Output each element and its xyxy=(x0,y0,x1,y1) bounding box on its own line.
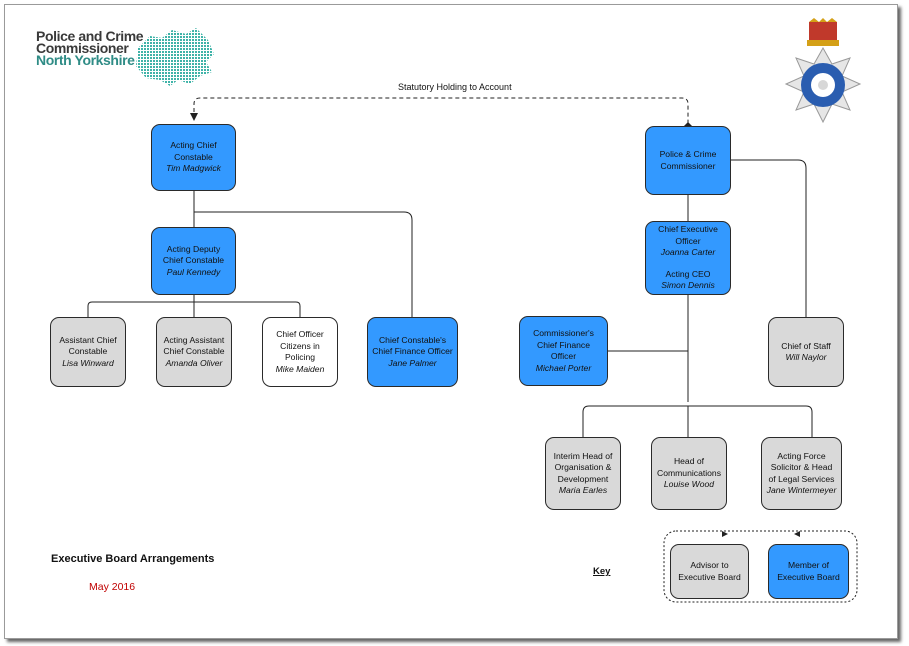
person-name: Will Naylor xyxy=(785,352,827,362)
role: Chief Officer Citizens in Policing xyxy=(276,329,324,362)
chief-constable-cfo-box: Chief Constable's Chief Finance Officer … xyxy=(367,317,458,387)
person-name: Amanda Oliver xyxy=(165,357,223,368)
acting-chief-constable-box: Acting Chief Constable Tim Madgwick xyxy=(151,124,236,191)
role: Acting Force Solicitor & Head of Legal S… xyxy=(768,450,835,484)
chief-officer-citizens-box: Chief Officer Citizens in Policing Mike … xyxy=(262,317,338,387)
key-member-label: Member of Executive Board xyxy=(777,560,840,582)
role: Chief Executive Officer xyxy=(658,224,718,246)
role: Acting Assistant Chief Constable xyxy=(163,334,225,357)
person-name: Paul Kennedy xyxy=(166,266,221,277)
head-organisation-development-box: Interim Head of Organisation & Developme… xyxy=(545,437,621,510)
role-2: Acting CEO xyxy=(665,268,711,279)
north-yorkshire-police-badge-icon xyxy=(784,18,862,124)
role: Interim Head of Organisation & Developme… xyxy=(553,450,613,484)
person-name: Tim Madgwick xyxy=(166,163,221,174)
police-crime-commissioner-box: Police & Crime Commissioner xyxy=(645,126,731,195)
role: Chief of Staff xyxy=(781,340,831,351)
key-advisor-label: Advisor to Executive Board xyxy=(678,560,741,582)
head-communications-box: Head of Communications Louise Wood xyxy=(651,437,727,510)
person-name-2: Simon Dennis xyxy=(661,280,715,291)
assistant-chief-constable-box: Assistant Chief Constable Lisa Winward xyxy=(50,317,126,387)
role: Assistant Chief Constable xyxy=(59,334,117,357)
key-member-box: Member of Executive Board xyxy=(768,544,849,599)
person-name: Maria Earles xyxy=(558,485,608,495)
role: Chief Constable's Chief Finance Officer xyxy=(372,334,453,357)
role: Police & Crime Commissioner xyxy=(659,149,717,171)
diagram-title: Executive Board Arrangements xyxy=(51,553,215,565)
logo-line-2: Commissioner xyxy=(36,40,129,56)
acting-assistant-chief-constable-box: Acting Assistant Chief Constable Amanda … xyxy=(156,317,232,387)
person-name: Jane Wintermeyer xyxy=(766,485,837,495)
person-name: Mike Maiden xyxy=(275,363,325,374)
person-name: Michael Porter xyxy=(535,362,592,373)
statutory-holding-label: Statutory Holding to Account xyxy=(398,82,512,92)
role: Head of Communications xyxy=(657,456,721,478)
role: Acting Chief Constable xyxy=(170,140,217,162)
person-name: Jane Palmer xyxy=(388,357,437,368)
diagram-date: May 2016 xyxy=(89,581,136,593)
acting-deputy-chief-constable-box: Acting Deputy Chief Constable Paul Kenne… xyxy=(151,227,236,295)
person-name: Louise Wood xyxy=(663,479,715,490)
person-name: Joanna Carter xyxy=(660,247,716,258)
role: Acting Deputy Chief Constable xyxy=(162,243,225,266)
key-advisor-box: Advisor to Executive Board xyxy=(670,544,749,599)
commissioner-cfo-box: Commissioner's Chief Finance Officer Mic… xyxy=(519,316,608,386)
chief-executive-officer-box: Chief Executive Officer Joanna Carter Ac… xyxy=(645,221,731,295)
key-label: Key xyxy=(593,566,611,577)
role: Commissioner's Chief Finance Officer xyxy=(533,328,594,361)
chief-of-staff-box: Chief of Staff Will Naylor xyxy=(768,317,844,387)
pcc-logo-text: Police and Crime Commissioner North York… xyxy=(36,28,144,68)
logo-line-3: North Yorkshire xyxy=(36,52,135,68)
person-name: Lisa Winward xyxy=(62,357,114,368)
force-solicitor-box: Acting Force Solicitor & Head of Legal S… xyxy=(761,437,842,510)
logo-line-1: Police and Crime xyxy=(36,28,144,44)
